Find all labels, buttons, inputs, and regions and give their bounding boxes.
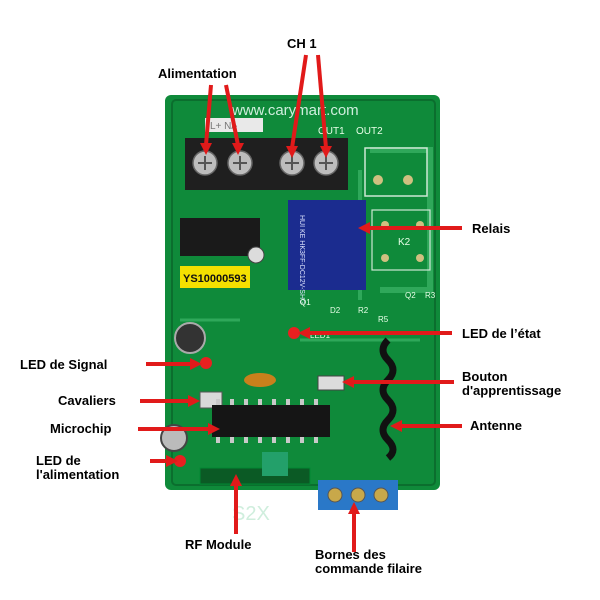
label-alimentation: Alimentation [158, 66, 237, 81]
svg-text:R5: R5 [378, 315, 389, 324]
silk-url: www.carymart.com [231, 102, 359, 119]
svg-text:R2: R2 [358, 306, 369, 315]
label-ch1: CH 1 [287, 36, 317, 51]
silk-model: S2X [232, 503, 270, 525]
label-led-alimentation: LED de l'alimentation [36, 453, 120, 482]
transformer [180, 218, 260, 256]
label-antenne: Antenne [470, 418, 522, 433]
svg-text:R3: R3 [425, 291, 436, 300]
label-relais: Relais [472, 221, 511, 236]
microchip [212, 405, 330, 437]
learn-button [317, 375, 345, 391]
signal-led [200, 357, 212, 369]
label-bornes: Bornes des commande filaire [315, 547, 422, 576]
svg-text:LED1: LED1 [310, 331, 331, 340]
label-led-etat: LED de l’état [462, 326, 541, 341]
capacitor-2 [160, 424, 188, 452]
svg-text:Q1: Q1 [300, 298, 311, 307]
label-led-signal: LED de Signal [20, 357, 108, 372]
status-led [288, 327, 300, 339]
power-led [174, 455, 186, 467]
label-cavaliers: Cavaliers [58, 393, 116, 408]
relay [288, 200, 366, 290]
silk-out2: OUT2 [356, 126, 383, 137]
svg-text:D2: D2 [330, 306, 341, 315]
label-bouton: Bouton d'apprentissage [462, 369, 562, 398]
capacitor-1 [174, 322, 206, 354]
relay-text: HUI KE HK3FF-DC12V-SHG [298, 215, 305, 304]
antenna-coil [379, 337, 397, 461]
pcb-board [165, 95, 440, 490]
silk-out1: OUT1 [318, 126, 345, 137]
annotation-arrows [138, 54, 462, 552]
rf-module [199, 467, 311, 485]
label-microchip: Microchip [50, 421, 112, 436]
label-rf-module: RF Module [185, 537, 252, 552]
chip-sticker-text: YS10000593 [183, 273, 247, 285]
chip-sticker [180, 266, 250, 288]
svg-text:Q2: Q2 [405, 291, 416, 300]
silk-k2: K2 [398, 237, 411, 248]
silk-terminal-marks: L+ N/- [210, 121, 238, 132]
